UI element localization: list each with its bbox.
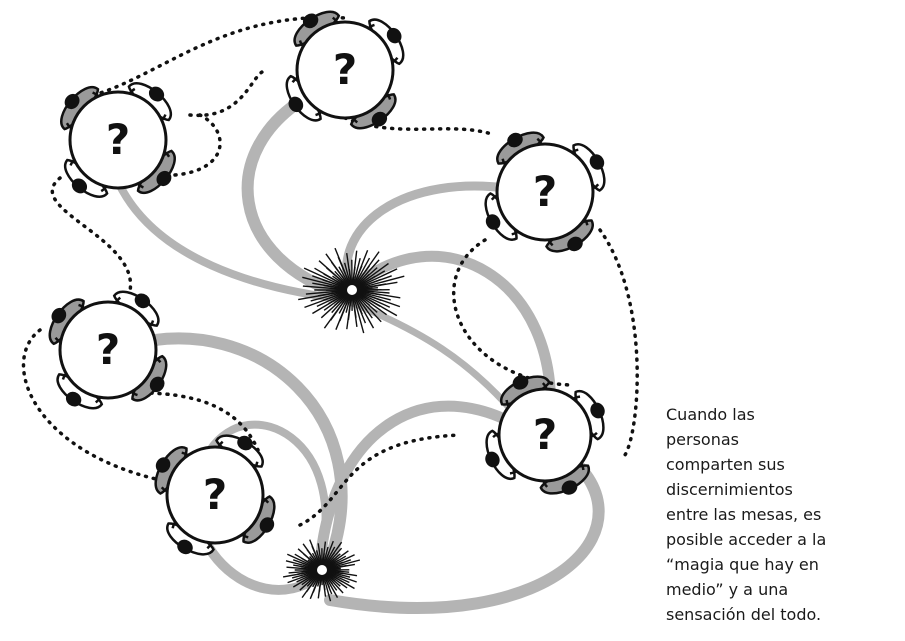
question-mark: ?	[203, 470, 227, 519]
magic-burst-upper	[298, 247, 405, 334]
question-mark: ?	[106, 115, 130, 164]
cafe-table: ?	[485, 375, 605, 495]
cafe-table: ?	[285, 10, 405, 130]
burst-ray	[325, 253, 353, 291]
table-top	[497, 387, 593, 483]
table-top	[58, 300, 158, 400]
person-head	[507, 132, 523, 148]
table-top	[295, 20, 395, 120]
swirl-stream	[241, 89, 351, 301]
swirl-streams	[111, 89, 605, 614]
person-head	[512, 375, 529, 390]
swirl-stream	[324, 444, 605, 614]
caption-line: discernimientos	[666, 480, 793, 499]
table-top	[495, 142, 595, 242]
question-mark: ?	[533, 410, 557, 459]
caption-line: posible acceder a la	[666, 530, 827, 549]
dotted-path	[93, 391, 260, 452]
person-head	[64, 93, 80, 110]
person-head	[567, 236, 583, 252]
question-mark: ?	[533, 167, 557, 216]
caption-text: Cuando las personas comparten sus discer…	[666, 402, 902, 627]
swirl-stream	[344, 250, 557, 426]
burst-core	[347, 285, 357, 295]
person-head	[149, 376, 165, 393]
cafe-table: ?	[484, 131, 606, 253]
burst-ray	[351, 275, 405, 291]
burst-ray	[351, 289, 358, 327]
burst-ray	[351, 289, 382, 323]
person-head	[51, 307, 67, 324]
caption-line: comparten sus	[666, 455, 785, 474]
dotted-path	[68, 15, 347, 102]
burst-ray	[351, 289, 365, 334]
tables: ??????	[48, 10, 606, 556]
person-head	[561, 480, 578, 495]
burst-ray	[323, 289, 353, 329]
caption-line: personas	[666, 430, 739, 449]
question-mark: ?	[333, 45, 357, 94]
burst-core	[317, 565, 327, 575]
burst-ray	[334, 247, 353, 291]
burst-ray	[318, 260, 353, 291]
burst-ray	[351, 289, 375, 329]
dotted-path	[21, 328, 162, 482]
person-head	[386, 27, 402, 44]
cafe-table: ?	[154, 434, 276, 556]
cafe-table: ?	[60, 82, 176, 198]
burst-ray	[351, 262, 389, 291]
burst-ray	[303, 267, 353, 291]
person-head	[288, 96, 304, 113]
person-head	[177, 539, 193, 555]
caption-line: sensación del todo.	[666, 605, 822, 624]
person-head	[302, 13, 319, 29]
person-head	[485, 214, 501, 230]
person-head	[65, 391, 82, 407]
person-head	[155, 457, 171, 473]
burst-ray	[335, 289, 353, 330]
dotted-path	[598, 228, 639, 457]
person-head	[156, 170, 172, 187]
caption-line: medio” y a una	[666, 580, 789, 599]
swirl-stream	[342, 181, 525, 295]
dotted-path	[173, 113, 222, 177]
burst-ray	[351, 289, 367, 324]
dotted-paths	[21, 15, 639, 527]
burst-ray	[302, 276, 353, 291]
person-head	[485, 451, 500, 468]
swirl-stream	[111, 171, 354, 304]
person-head	[148, 86, 165, 102]
person	[154, 446, 194, 495]
person-head	[589, 154, 605, 170]
question-mark: ?	[96, 325, 120, 374]
magic-burst-lower	[282, 539, 361, 602]
table-top	[68, 90, 168, 190]
person-head	[259, 517, 275, 533]
dotted-path	[298, 433, 462, 527]
person-head	[71, 178, 88, 194]
burst-ray	[346, 289, 353, 330]
dotted-path	[50, 176, 133, 300]
caption-line: “magia que hay en	[666, 555, 819, 574]
cafe-table: ?	[48, 290, 168, 410]
dotted-path	[451, 238, 572, 387]
swirl-stream	[124, 332, 348, 566]
person-head	[237, 435, 253, 451]
person-head	[134, 293, 151, 309]
dotted-path	[343, 116, 497, 137]
caption-line: entre las mesas, es	[666, 505, 822, 524]
dotted-path	[188, 70, 264, 118]
person-head	[590, 402, 605, 419]
caption-line: Cuando las	[666, 405, 755, 424]
burst-ray	[351, 268, 398, 291]
person-head	[371, 111, 388, 127]
table-top	[165, 445, 265, 545]
swirl-stream	[314, 400, 546, 571]
